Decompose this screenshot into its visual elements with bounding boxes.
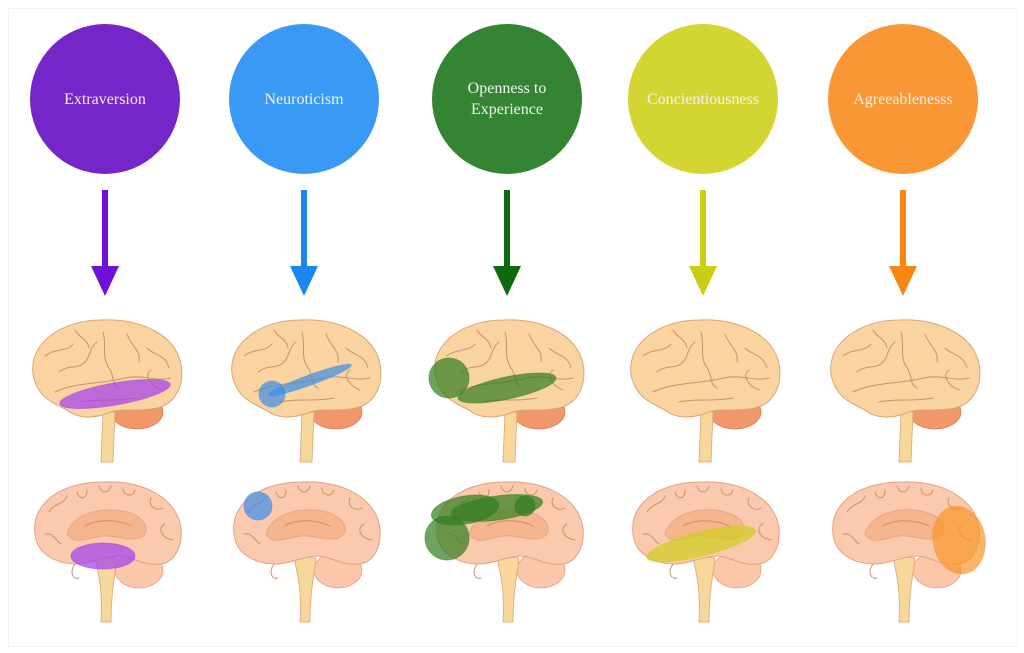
trait-column-agreeableness: Agreeablenesss [803,0,1003,653]
highlight-openness [424,515,470,561]
medial-highlight-region [70,542,136,570]
down-arrow-icon [91,190,119,296]
sulci [642,485,772,545]
brain-stem [892,555,916,623]
trait-circle-conscientiousness: Concientiousness [628,24,778,174]
down-arrow-icon [689,190,717,296]
lateral-brain-illustration [231,319,382,463]
highlight-agreeableness [932,505,986,575]
down-arrow-icon [290,190,318,296]
sulci [842,329,970,403]
medial-highlight-region [424,494,544,561]
medial-brain-illustration [424,481,584,623]
highlight-openness [428,357,470,399]
medial-highlight-region [646,525,756,563]
highlight-neuroticism [243,491,273,521]
highlight-neuroticism [268,363,352,397]
trait-column-neuroticism: Neuroticism [204,0,404,653]
lateral-highlight-region [59,378,171,410]
highlight-extraversion [70,542,136,570]
lateral-brain-illustration [428,319,585,463]
lateral-highlight-region [428,357,557,404]
trait-circle-agreeableness: Agreeablenesss [828,24,978,174]
brain-stem [898,411,914,463]
highlight-conscientiousness [646,525,756,563]
down-arrow-icon [493,190,521,296]
highlight-extraversion [59,378,171,410]
trait-column-extraversion: Extraversion [5,0,205,653]
trait-label: Agreeablenesss [853,90,953,108]
trait-label: Concientiousness [647,90,759,108]
brain-stem [299,411,315,463]
trait-label: Extraversion [64,90,146,108]
cerebrum [830,319,981,418]
sulci [642,329,770,403]
trait-column-conscientiousness: Concientiousness [603,0,803,653]
down-arrow-icon [889,190,917,296]
cerebrum [630,319,781,418]
medial-brain-illustration [832,481,986,623]
trait-circle-openness: Openness to Experience [432,24,582,174]
brain-stem [496,555,520,623]
trait-column-openness: Openness to Experience [407,0,607,653]
sulci [44,485,174,545]
lateral-brain-illustration [630,319,781,463]
medial-brain-illustration [233,481,381,623]
highlight-openness [457,372,557,404]
lateral-brain-illustration [32,319,183,463]
brain-stem [293,555,317,623]
medial-brain-illustration [34,481,182,623]
corpus-callosum [265,509,346,541]
brain-stem [502,411,518,463]
brain-stem [698,411,714,463]
brain-stem [100,411,116,463]
corpus-callosum [66,509,147,541]
trait-label: Neuroticism [264,90,344,108]
medial-highlight-region [243,491,273,521]
highlight-openness [514,495,536,517]
trait-label: Openness to Experience [467,80,547,118]
lateral-highlight-region [258,363,352,408]
brain-stem [692,555,716,623]
brain-stem [94,555,118,623]
medial-brain-illustration [632,481,780,623]
figure-frame [8,8,1018,647]
medial-highlight-region [932,505,986,575]
cerebrum [231,319,382,418]
lateral-brain-illustration [830,319,981,463]
trait-circle-neuroticism: Neuroticism [229,24,379,174]
trait-circle-extraversion: Extraversion [30,24,180,174]
